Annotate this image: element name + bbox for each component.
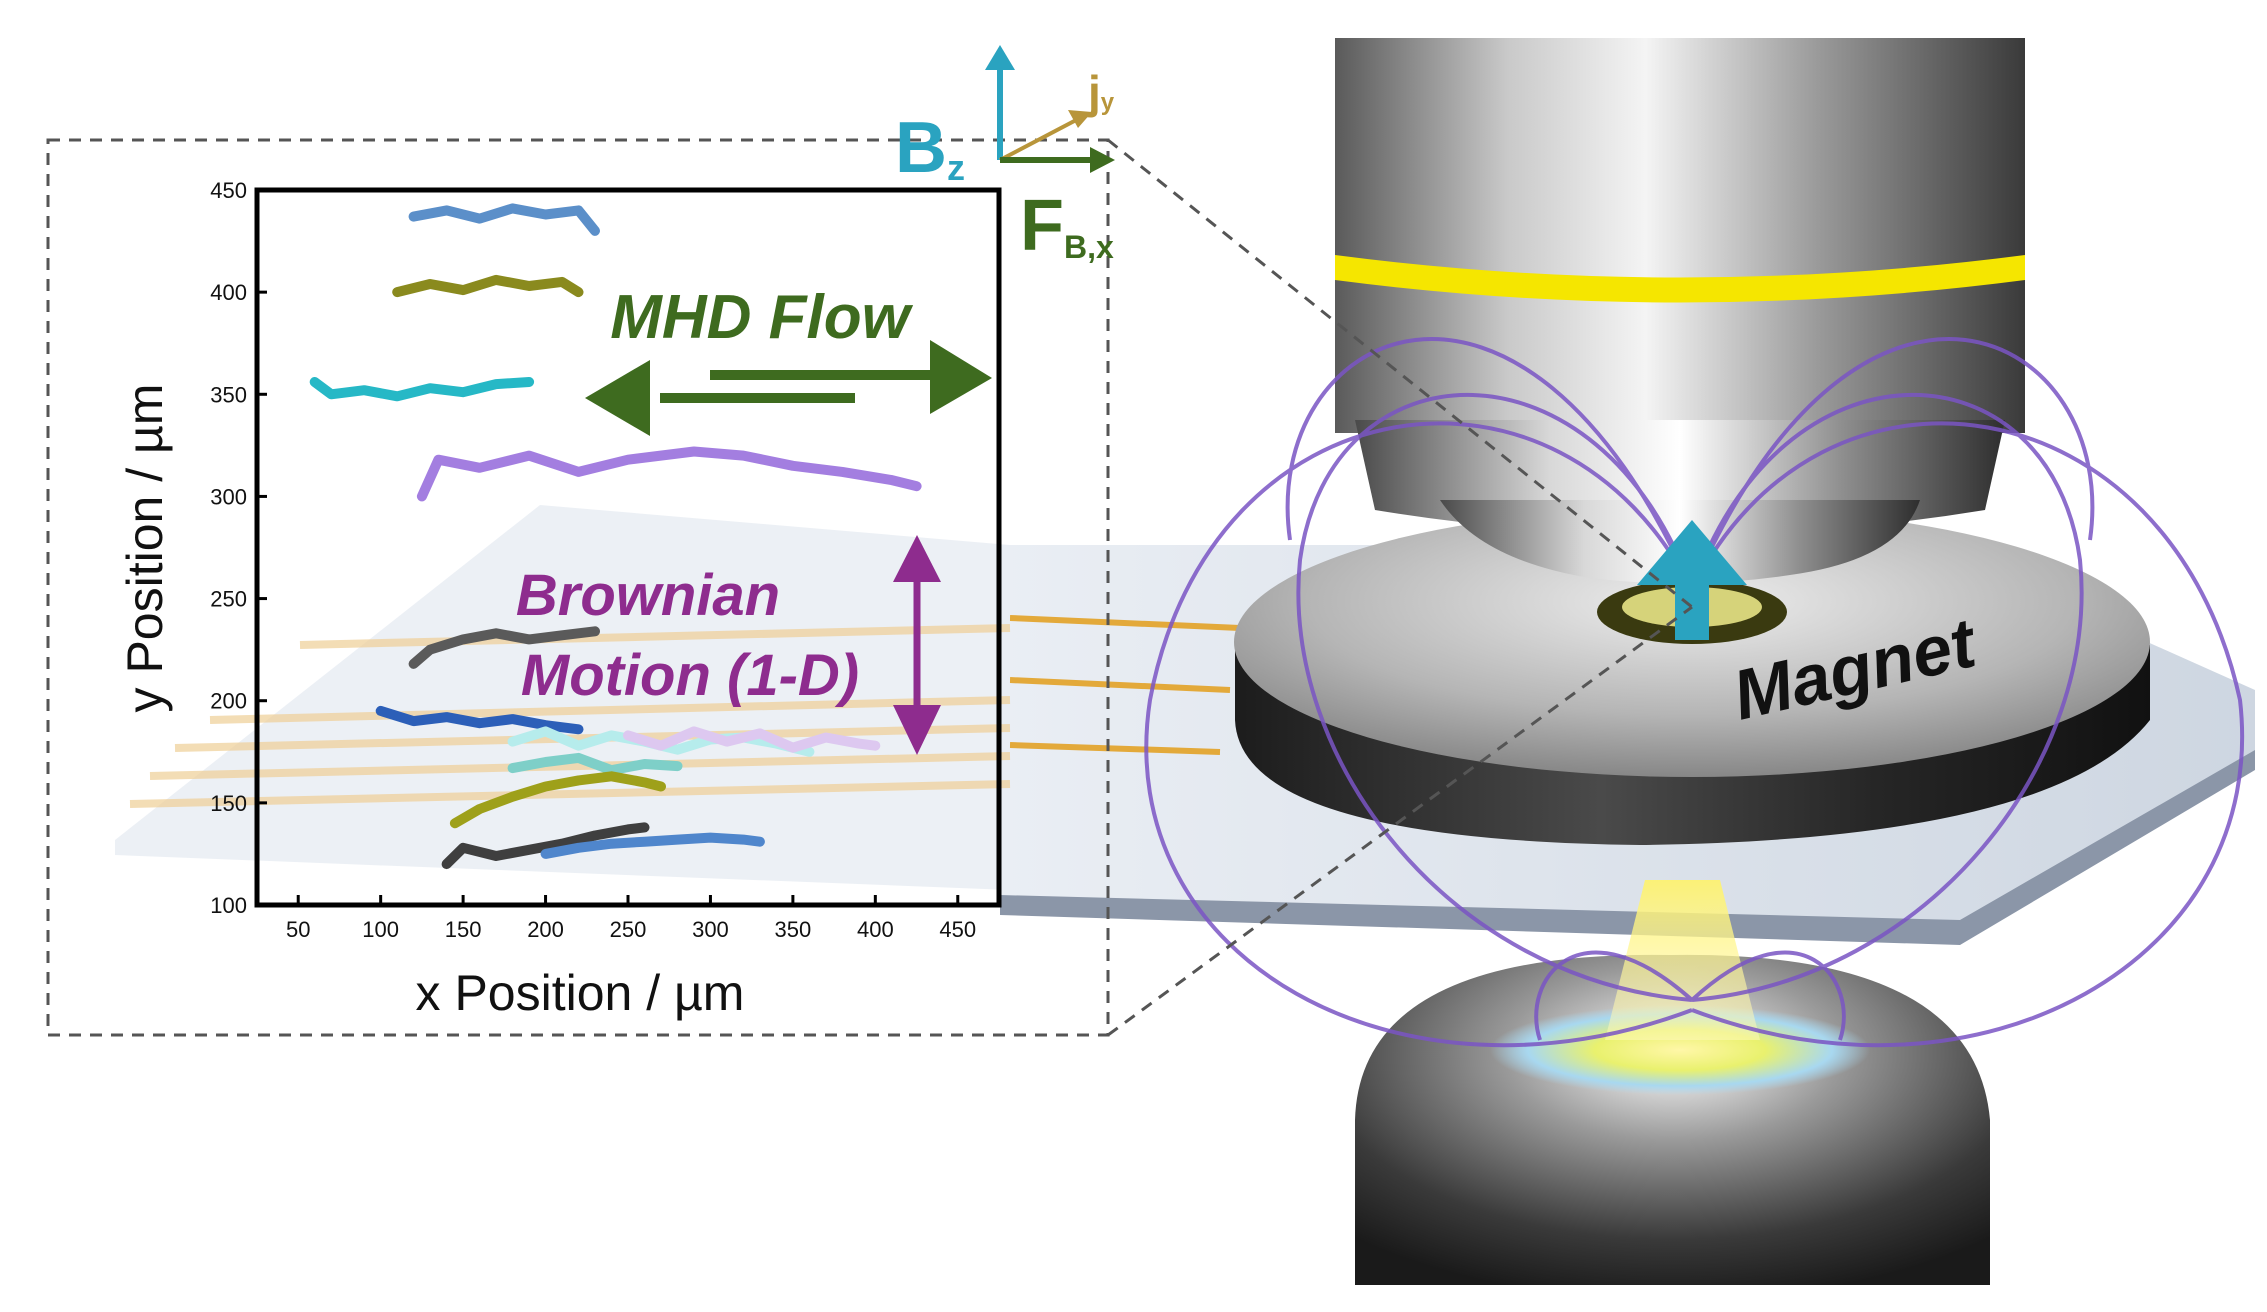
y-tick-label: 250 <box>210 587 247 612</box>
x-tick-label: 150 <box>445 917 482 942</box>
x-tick-label: 400 <box>857 917 894 942</box>
trajectory-series-2 <box>392 274 584 298</box>
jy-axis <box>999 116 1081 162</box>
brownian-label-1: Brownian <box>516 563 780 628</box>
mhd-flow-arrows <box>585 340 992 436</box>
x-tick-label: 450 <box>939 917 976 942</box>
brownian-double-arrow <box>893 535 941 755</box>
callout-frame <box>46 138 1693 1037</box>
bz-label: Bz <box>895 108 965 188</box>
tick-group: 50 100 150 200 250 300 350 400 450 100 150 200 250 30… <box>210 178 976 942</box>
x-tick-label: 250 <box>610 917 647 942</box>
y-tick-label: 150 <box>210 791 247 816</box>
bz-field-arrow <box>1637 520 1747 640</box>
y-tick-label: 450 <box>210 178 247 203</box>
y-tick-label: 100 <box>210 893 247 918</box>
y-tick-label: 300 <box>210 484 247 509</box>
x-axis-label: x Position / µm <box>416 965 745 1021</box>
inset-slide <box>115 505 1010 890</box>
series-group <box>309 203 922 870</box>
x-tick-label: 350 <box>775 917 812 942</box>
y-axis-label: y Position / µm <box>117 384 173 713</box>
fb-label: FB,x <box>1020 186 1114 266</box>
condenser-glow <box>1490 1005 1870 1095</box>
magnetic-field-lines <box>1144 337 2244 1048</box>
trajectory-series-11 <box>441 822 650 870</box>
trajectory-series-5 <box>408 626 600 669</box>
mhd-flow-label: MHD Flow <box>610 283 913 352</box>
trajectory-series-3 <box>309 377 535 402</box>
trajectory-series-12 <box>540 832 765 859</box>
trajectory-series-1 <box>408 203 600 236</box>
y-tick-label: 400 <box>210 280 247 305</box>
objective-band <box>1335 255 2025 303</box>
y-tick-label: 350 <box>210 382 247 407</box>
jy-label: jy <box>1087 66 1115 118</box>
electrode-line <box>1009 677 1231 693</box>
trajectory-series-10 <box>449 771 666 829</box>
electrode-line <box>1009 615 1241 631</box>
electrode-line <box>1009 742 1221 755</box>
vector-triad: Bz jy FB,x <box>895 45 1115 266</box>
trajectory-series-6 <box>375 705 584 735</box>
trajectory-series-9 <box>507 752 683 776</box>
brownian-label-2: Motion (1-D) <box>521 643 859 708</box>
x-tick-label: 200 <box>527 917 564 942</box>
objective-barrel <box>1335 38 2025 433</box>
light-beam <box>1605 880 1760 1040</box>
trajectory-series-8 <box>623 726 881 753</box>
y-tick-label: 200 <box>210 689 247 714</box>
trajectory-series-4 <box>416 446 922 502</box>
x-tick-label: 300 <box>692 917 729 942</box>
x-tick-label: 100 <box>362 917 399 942</box>
x-tick-label: 50 <box>286 917 310 942</box>
inset-chart: 50 100 150 200 250 300 350 400 450 100 150 200 250 30… <box>115 178 1011 1021</box>
microscope-apparatus: Magnet <box>1000 38 2255 1285</box>
